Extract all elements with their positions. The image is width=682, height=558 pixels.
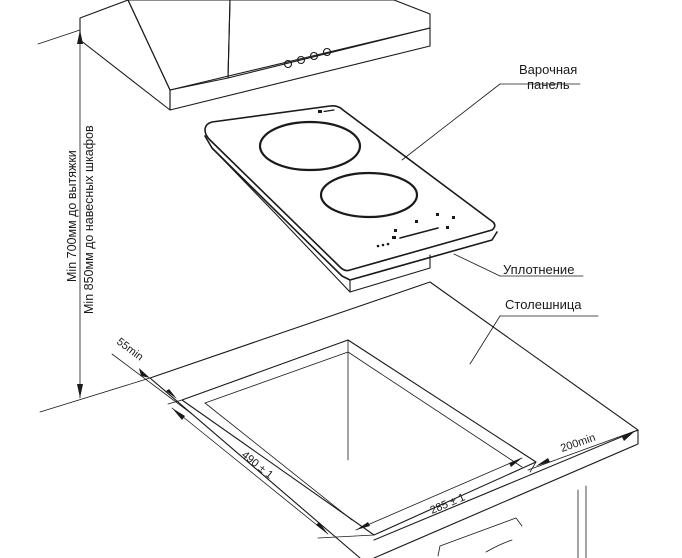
cutout-width-dimension: 285 ± 1 bbox=[355, 457, 523, 531]
hob-label-line1: Варочная bbox=[519, 62, 577, 77]
hob-callout: Варочная панель bbox=[401, 62, 581, 161]
brand-logo bbox=[318, 109, 335, 113]
hood-knob-2 bbox=[296, 55, 306, 65]
edge-offset-dimension: 55min bbox=[111, 336, 193, 415]
cooking-zone-rear bbox=[258, 120, 362, 172]
touch-controls bbox=[376, 213, 455, 248]
hood-knob-3 bbox=[309, 51, 319, 61]
countertop-surface bbox=[149, 281, 639, 541]
induction-hob bbox=[204, 105, 498, 293]
hob-seal-edge bbox=[204, 135, 498, 281]
seal-callout: Уплотнение bbox=[453, 253, 584, 277]
hood-knob-1 bbox=[283, 59, 293, 69]
hob-label-line2: панель bbox=[527, 77, 570, 92]
seal-label: Уплотнение bbox=[503, 262, 574, 277]
cutout-width-text: 285 ± 1 bbox=[428, 491, 466, 516]
hood-knob-4 bbox=[322, 47, 332, 57]
cutout-depth-dimension: 490 ± 1 bbox=[167, 399, 375, 539]
countertop bbox=[149, 281, 639, 558]
clearance-cabinets-text: Min 850мм до навесных шкафов bbox=[82, 125, 96, 314]
range-hood bbox=[79, 0, 431, 111]
countertop-callout: Столешница bbox=[469, 297, 599, 365]
clearance-hood-text: Min 700мм до вытяжки bbox=[65, 150, 79, 282]
countertop-cutout bbox=[181, 339, 537, 536]
cooking-zone-front bbox=[319, 171, 419, 219]
vertical-clearance-dimension: Min 700мм до вытяжки Min 850мм до навесн… bbox=[37, 29, 151, 413]
base-cabinet bbox=[437, 485, 587, 558]
countertop-label: Столешница bbox=[505, 297, 582, 312]
hob-glass-top bbox=[204, 105, 496, 272]
